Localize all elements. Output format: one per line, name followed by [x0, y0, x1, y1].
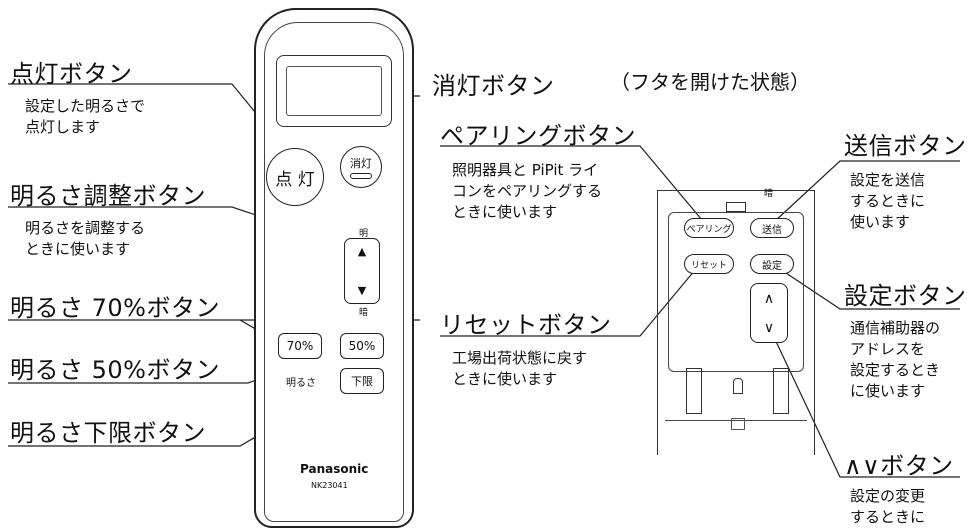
send-button-desc: 設定を送信 するときに 使います	[850, 171, 926, 231]
leader-settings	[773, 264, 960, 310]
updown-button-title: ∧∨ボタン	[844, 452, 954, 480]
remote-off-button[interactable]: 消灯	[340, 146, 382, 188]
brightness-down-icon: ▼	[357, 284, 367, 297]
cover-hinge-left	[686, 368, 702, 414]
lower-button-title: 明るさ下限ボタン	[10, 419, 206, 447]
cover-top-edge	[657, 190, 815, 191]
cover-hinge-right	[773, 368, 789, 414]
settings-button[interactable]: 設定	[750, 254, 794, 274]
pairing-button-desc: 照明器具と PiPit ライ コンをペアリングする ときに使います	[452, 161, 603, 221]
leader-send	[773, 160, 960, 223]
on-button-desc: 設定した明るさで 点灯します	[25, 97, 146, 136]
remote-50-button[interactable]: 50%	[340, 333, 384, 359]
remote-70-button[interactable]: 70%	[278, 333, 322, 359]
cover-keyhole-icon	[733, 378, 743, 394]
cover-latch	[726, 202, 746, 212]
brand-logo: Panasonic	[300, 462, 369, 476]
send-button-label: 送信	[762, 224, 782, 236]
cover-panel	[657, 190, 815, 455]
up-button-icon: ∧	[763, 290, 775, 307]
settings-button-title: 設定ボタン	[844, 282, 967, 310]
leader-70	[8, 319, 281, 344]
adjust-button-desc: 明るさを調整する ときに使います	[25, 219, 146, 258]
cover-dark-label: 暗	[764, 189, 774, 199]
cover-inner-frame	[668, 212, 804, 372]
remote-70-label: 70%	[286, 339, 314, 353]
down-button-icon: ∨	[763, 319, 775, 336]
remote-display-frame	[276, 55, 392, 127]
reset-button-title: リセットボタン	[440, 311, 612, 339]
reset-button-desc: 工場出荷状態に戻す ときに使います	[452, 349, 588, 388]
leader-reset	[440, 263, 701, 337]
model-number: NK23041	[311, 481, 348, 490]
remote-body	[254, 8, 414, 528]
cover-bottom-line	[665, 420, 807, 421]
brightness-up-icon: ▲	[357, 245, 367, 258]
on-button-title: 点灯ボタン	[10, 60, 133, 88]
off-button-title: 消灯ボタン	[432, 72, 555, 100]
reset-button[interactable]: リセット	[684, 254, 734, 274]
settings-button-label: 設定	[762, 260, 782, 272]
cover-open-caption: （フタを開けた状態）	[610, 70, 810, 94]
b70-button-title: 明るさ 70%ボタン	[10, 294, 220, 322]
remote-50-label: 50%	[348, 339, 376, 353]
remote-brightness-label: 明るさ	[286, 378, 316, 389]
pairing-button-label: ペアリング	[686, 224, 732, 235]
b50-button-title: 明るさ 50%ボタン	[10, 356, 220, 384]
settings-button-desc: 通信補助器の アドレスを 設定するとき に使います	[850, 319, 941, 400]
brightness-bottom-label: 暗	[359, 308, 369, 318]
brightness-top-label: 明	[359, 229, 369, 239]
pairing-button[interactable]: ペアリング	[684, 218, 734, 238]
adjust-button-title: 明るさ調整ボタン	[10, 182, 206, 210]
remote-off-button-bar	[350, 173, 372, 179]
remote-lower-limit-button[interactable]: 下限	[340, 368, 384, 394]
remote-lower-limit-label: 下限	[351, 375, 373, 388]
reset-button-label: リセット	[690, 260, 727, 271]
remote-on-button-label: 点 灯	[275, 169, 315, 190]
remote-on-button[interactable]: 点 灯	[266, 148, 324, 206]
pairing-button-title: ペアリングボタン	[440, 122, 636, 150]
up-down-rocker[interactable]: ∧ ∨	[750, 283, 788, 343]
remote-display	[286, 66, 382, 116]
send-button[interactable]: 送信	[750, 218, 794, 238]
leader-pairing	[440, 145, 703, 221]
send-button-title: 送信ボタン	[844, 132, 967, 160]
cover-bottom-mark	[731, 418, 745, 430]
remote-off-button-label: 消灯	[350, 157, 372, 170]
remote-brightness-rocker[interactable]: ▲ ▼	[344, 238, 380, 304]
leader-updown	[763, 315, 960, 478]
